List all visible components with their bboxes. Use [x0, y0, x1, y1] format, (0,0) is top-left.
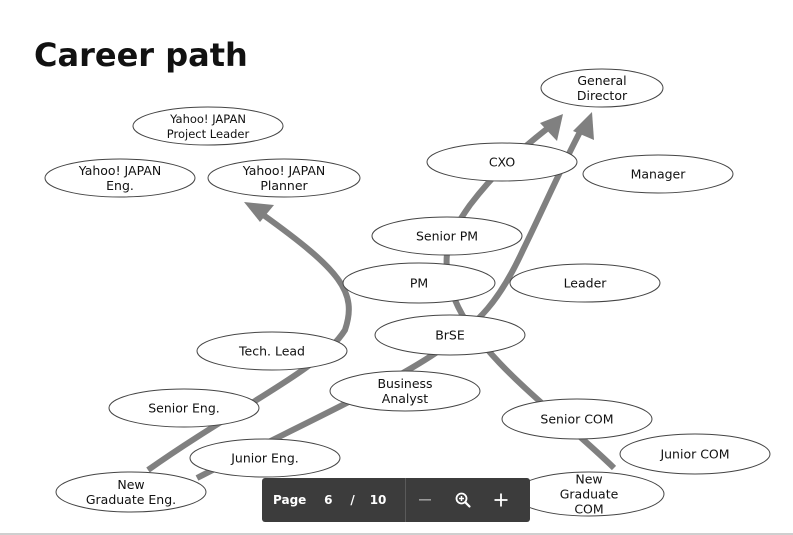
node-label: Leader — [564, 276, 608, 291]
viewer-toolbar: Page 6 / 10 — [262, 478, 530, 522]
node-tech-lead: Tech. Lead — [196, 331, 348, 371]
toolbar-divider — [405, 478, 406, 522]
node-label-line: Yahoo! JAPAN — [242, 163, 325, 178]
node-label-line: PM — [410, 276, 428, 291]
node-label: Manager — [631, 167, 687, 182]
node-label-line: Senior COM — [540, 412, 613, 427]
node-label-line: Junior COM — [659, 447, 729, 462]
minus-icon — [419, 499, 431, 501]
node-label-line: Graduate — [560, 487, 619, 502]
total-pages: 10 — [369, 493, 387, 507]
node-pm: PM — [342, 262, 496, 304]
node-manager: Manager — [582, 154, 734, 194]
node-label-line: Yahoo! JAPAN — [169, 112, 246, 126]
current-page-input[interactable]: 6 — [324, 493, 333, 507]
page-label: Page — [273, 493, 307, 507]
viewer-bottom-border — [0, 533, 793, 535]
node-label-line: Business — [377, 376, 432, 391]
node-label-line: Eng. — [106, 178, 134, 193]
node-label-line: New — [117, 477, 144, 492]
node-label-line: Manager — [631, 167, 687, 182]
arrowhead-business — [573, 112, 594, 140]
node-label-line: Analyst — [382, 391, 429, 406]
node-label: CXO — [489, 155, 515, 170]
node-label: Junior COM — [659, 447, 729, 462]
node-label-line: Senior Eng. — [148, 401, 220, 416]
node-senior-pm: Senior PM — [371, 216, 523, 256]
page-separator: / — [350, 493, 355, 507]
zoom-in-button[interactable] — [482, 478, 520, 522]
zoom-icon — [455, 492, 471, 508]
node-label: Senior PM — [416, 229, 478, 244]
node-label-line: Tech. Lead — [238, 344, 305, 359]
node-label: Tech. Lead — [238, 344, 305, 359]
zoom-out-button[interactable] — [406, 478, 444, 522]
node-leader: Leader — [509, 263, 661, 303]
node-label-line: Leader — [564, 276, 608, 291]
node-label-line: New — [575, 472, 602, 487]
node-label-line: BrSE — [435, 328, 465, 343]
node-label-line: Planner — [260, 178, 308, 193]
node-label-line: Yahoo! JAPAN — [78, 163, 161, 178]
node-label: BrSE — [435, 328, 465, 343]
node-label: Junior Eng. — [230, 451, 299, 466]
page-indicator: Page 6 / 10 — [262, 478, 405, 522]
node-junior-eng: Junior Eng. — [189, 438, 341, 478]
node-junior-com: Junior COM — [619, 433, 771, 475]
node-label-line: Graduate Eng. — [86, 492, 176, 507]
node-senior-eng: Senior Eng. — [108, 388, 260, 428]
node-label-line: Senior PM — [416, 229, 478, 244]
node-senior-com: Senior COM — [501, 398, 653, 440]
node-label: Senior Eng. — [148, 401, 220, 416]
plus-icon — [494, 493, 508, 507]
node-label: Senior COM — [540, 412, 613, 427]
arrowhead-engineering — [244, 202, 274, 222]
node-cxo: CXO — [426, 142, 578, 182]
node-label-line: General — [577, 73, 626, 88]
slide-title: Career path — [34, 36, 248, 74]
node-label-line: CXO — [489, 155, 515, 170]
node-label-line: Director — [577, 88, 628, 103]
node-label-line: COM — [574, 502, 603, 517]
node-label: PM — [410, 276, 428, 291]
node-label-line: Project Leader — [167, 127, 250, 141]
arrowhead-com — [540, 114, 563, 141]
zoom-fit-button[interactable] — [444, 478, 482, 522]
node-brse: BrSE — [374, 314, 526, 356]
node-label-line: Junior Eng. — [230, 451, 299, 466]
